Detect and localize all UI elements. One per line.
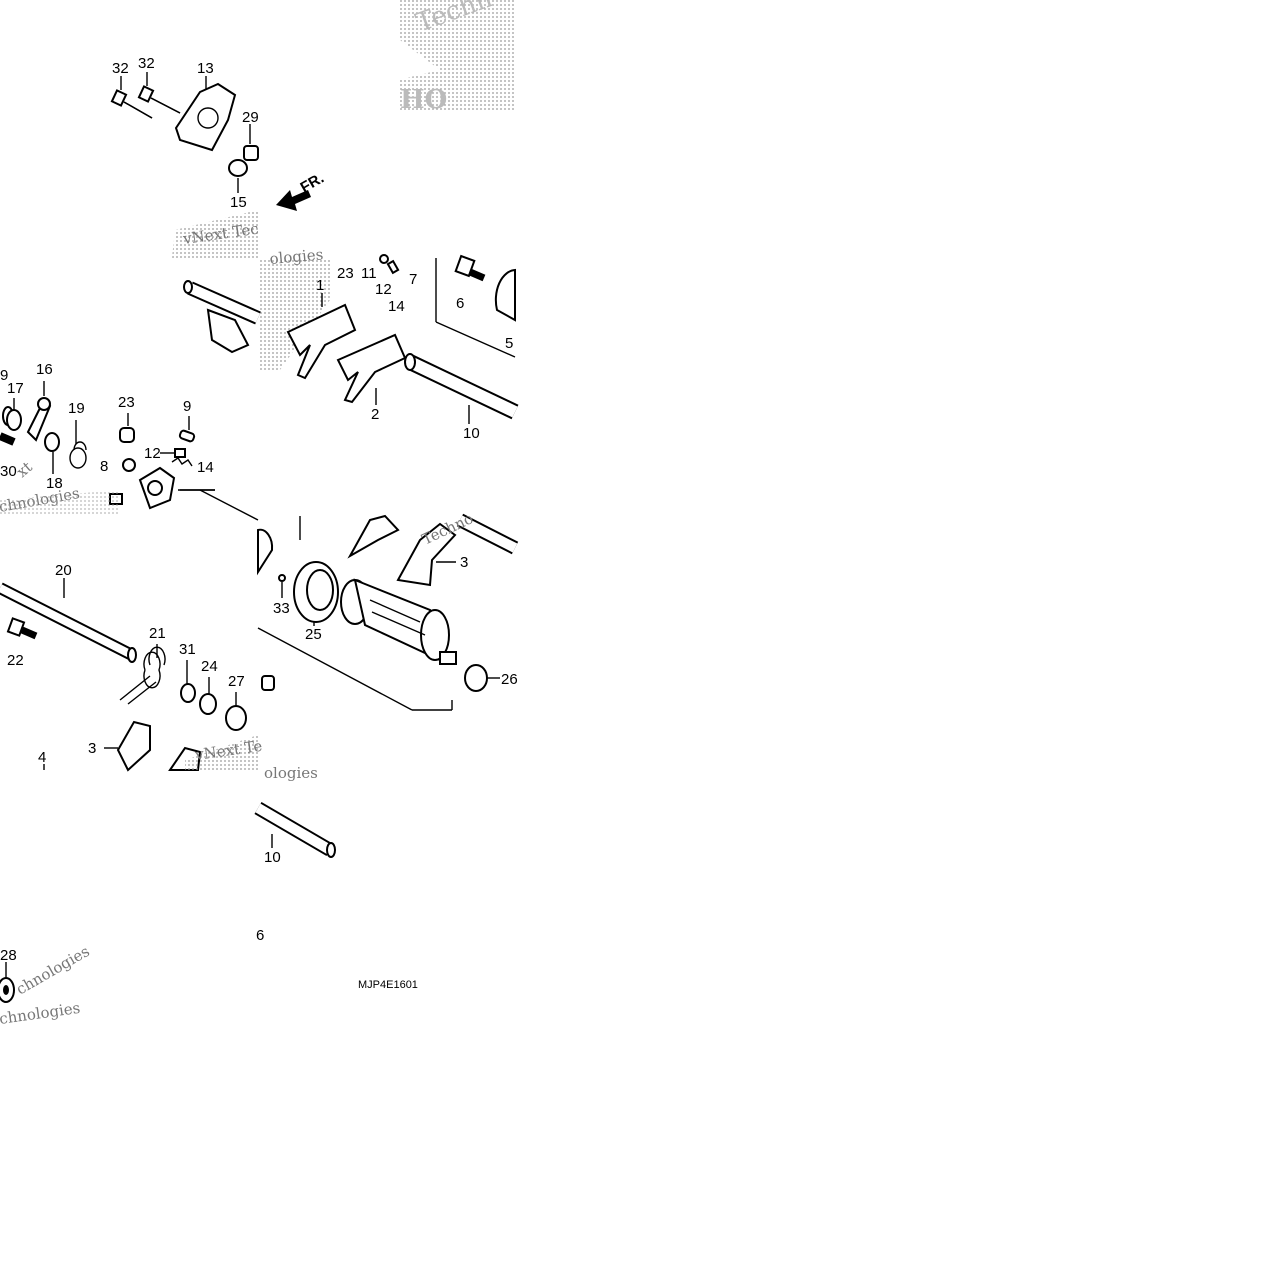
callout-29: 29 <box>242 109 259 126</box>
callout-10a: 10 <box>463 425 480 442</box>
shift-drum <box>340 578 457 665</box>
pin-33 <box>278 574 286 582</box>
bolt-22 <box>6 617 38 640</box>
snap-ring-31 <box>180 683 196 703</box>
watermark-text-2: HO <box>400 85 447 115</box>
washer-17 <box>6 409 22 431</box>
collar-26 <box>464 664 488 692</box>
front-arrow-icon <box>276 190 311 211</box>
callout-16: 16 <box>36 361 53 378</box>
collar-29 <box>243 145 259 161</box>
bolt-6 <box>454 254 486 282</box>
collar-15 <box>228 159 248 177</box>
collar <box>261 675 275 691</box>
callout-32b: 32 <box>138 55 155 72</box>
callout-30: 30 <box>0 463 17 480</box>
tile-forks-top: ologies 23 11 7 12 <box>183 245 519 442</box>
callout-15: 15 <box>230 194 247 211</box>
callout-19: 19 <box>68 400 85 417</box>
callout-1: 1 <box>316 277 324 294</box>
return-spring-19 <box>69 441 87 469</box>
callout-32a: 32 <box>112 60 129 77</box>
bolt-23 <box>119 427 135 443</box>
bearing-28 <box>0 977 15 1003</box>
callout-12b: 12 <box>144 445 161 462</box>
diagram-code: MJP4E1601 <box>358 979 418 991</box>
return-spring-21 <box>143 646 166 689</box>
bolt-32a <box>110 89 153 119</box>
callout-6: 6 <box>456 295 464 312</box>
drum-cam-5 <box>494 268 516 322</box>
callout-31: 31 <box>179 641 196 658</box>
callout-4: 4 <box>38 749 46 766</box>
front-label: FR. <box>298 170 327 197</box>
callout-22: 22 <box>7 652 24 669</box>
callout-27: 27 <box>228 673 245 690</box>
gearshift-spindle-20 <box>0 582 137 663</box>
callout-21: 21 <box>149 625 166 642</box>
bearing-25 <box>293 561 339 623</box>
callout-12a: 12 <box>375 281 392 298</box>
callout-2: 2 <box>371 406 379 423</box>
callout-23b: 23 <box>118 394 135 411</box>
shift-fork-1 <box>286 303 357 380</box>
tile-bottom: ologies 10 6 28 chnologies chnologies MJ… <box>0 764 418 1028</box>
callout-6b: 6 <box>256 927 264 944</box>
callout-14b: 14 <box>197 459 214 476</box>
washer-8 <box>122 458 136 472</box>
callout-9b: 9 <box>183 398 191 415</box>
callout-28: 28 <box>0 947 17 964</box>
watermark-text-7: ologies <box>264 764 318 782</box>
watermark-text-4: ologies <box>269 245 324 268</box>
callout-26: 26 <box>501 671 518 688</box>
callout-20: 20 <box>55 562 72 579</box>
callout-3a: 3 <box>88 740 96 757</box>
drum-edge <box>257 528 274 576</box>
guide-shaft-10 <box>404 353 519 420</box>
callout-18: 18 <box>46 475 63 492</box>
shift-shaft-left <box>183 280 261 354</box>
callout-8: 8 <box>100 458 108 475</box>
watermark-text-9: chnologies <box>0 999 81 1028</box>
callout-23a: 23 <box>337 265 354 282</box>
spring-14 <box>171 457 193 467</box>
pin-12 <box>174 448 186 458</box>
watermark-logo-shape <box>398 0 515 110</box>
callout-5: 5 <box>505 335 513 352</box>
washer-24 <box>199 693 217 715</box>
shift-fork-3-lower <box>116 720 151 772</box>
collar-27 <box>225 705 247 731</box>
washer-18 <box>44 432 60 452</box>
callout-10b: 10 <box>264 849 281 866</box>
callout-7: 7 <box>409 271 417 288</box>
callout-3b: 3 <box>460 554 468 571</box>
callout-11: 11 <box>361 265 377 282</box>
watermark-text-11: chnologies <box>13 942 93 998</box>
callout-17: 17 <box>7 380 24 397</box>
callout-13: 13 <box>197 60 214 77</box>
callout-24: 24 <box>201 658 218 675</box>
bolt-32b <box>137 85 181 114</box>
callout-14a: 14 <box>388 298 405 315</box>
pin-9 <box>178 429 196 443</box>
shift-fork-3 <box>396 522 457 587</box>
stopper-plate-13 <box>174 82 237 152</box>
callout-9a: 9 <box>0 367 8 384</box>
tile-top-left: Techn HO FR. vNext Tec 32 <box>110 0 515 258</box>
callout-25: 25 <box>305 626 322 643</box>
callout-33: 33 <box>273 600 290 617</box>
guide-shaft-10-lower <box>254 801 336 858</box>
shift-fork-2 <box>336 333 407 404</box>
tile-stopper-arm: chnologies xt 9 17 16 19 23 9 30 18 12 1… <box>0 361 215 516</box>
tile-drum: Techno 33 25 3 26 <box>180 489 519 711</box>
fork-3-upper <box>347 514 400 559</box>
tile-spindle: vNext Te 20 22 21 31 24 27 3 4 <box>0 562 275 772</box>
